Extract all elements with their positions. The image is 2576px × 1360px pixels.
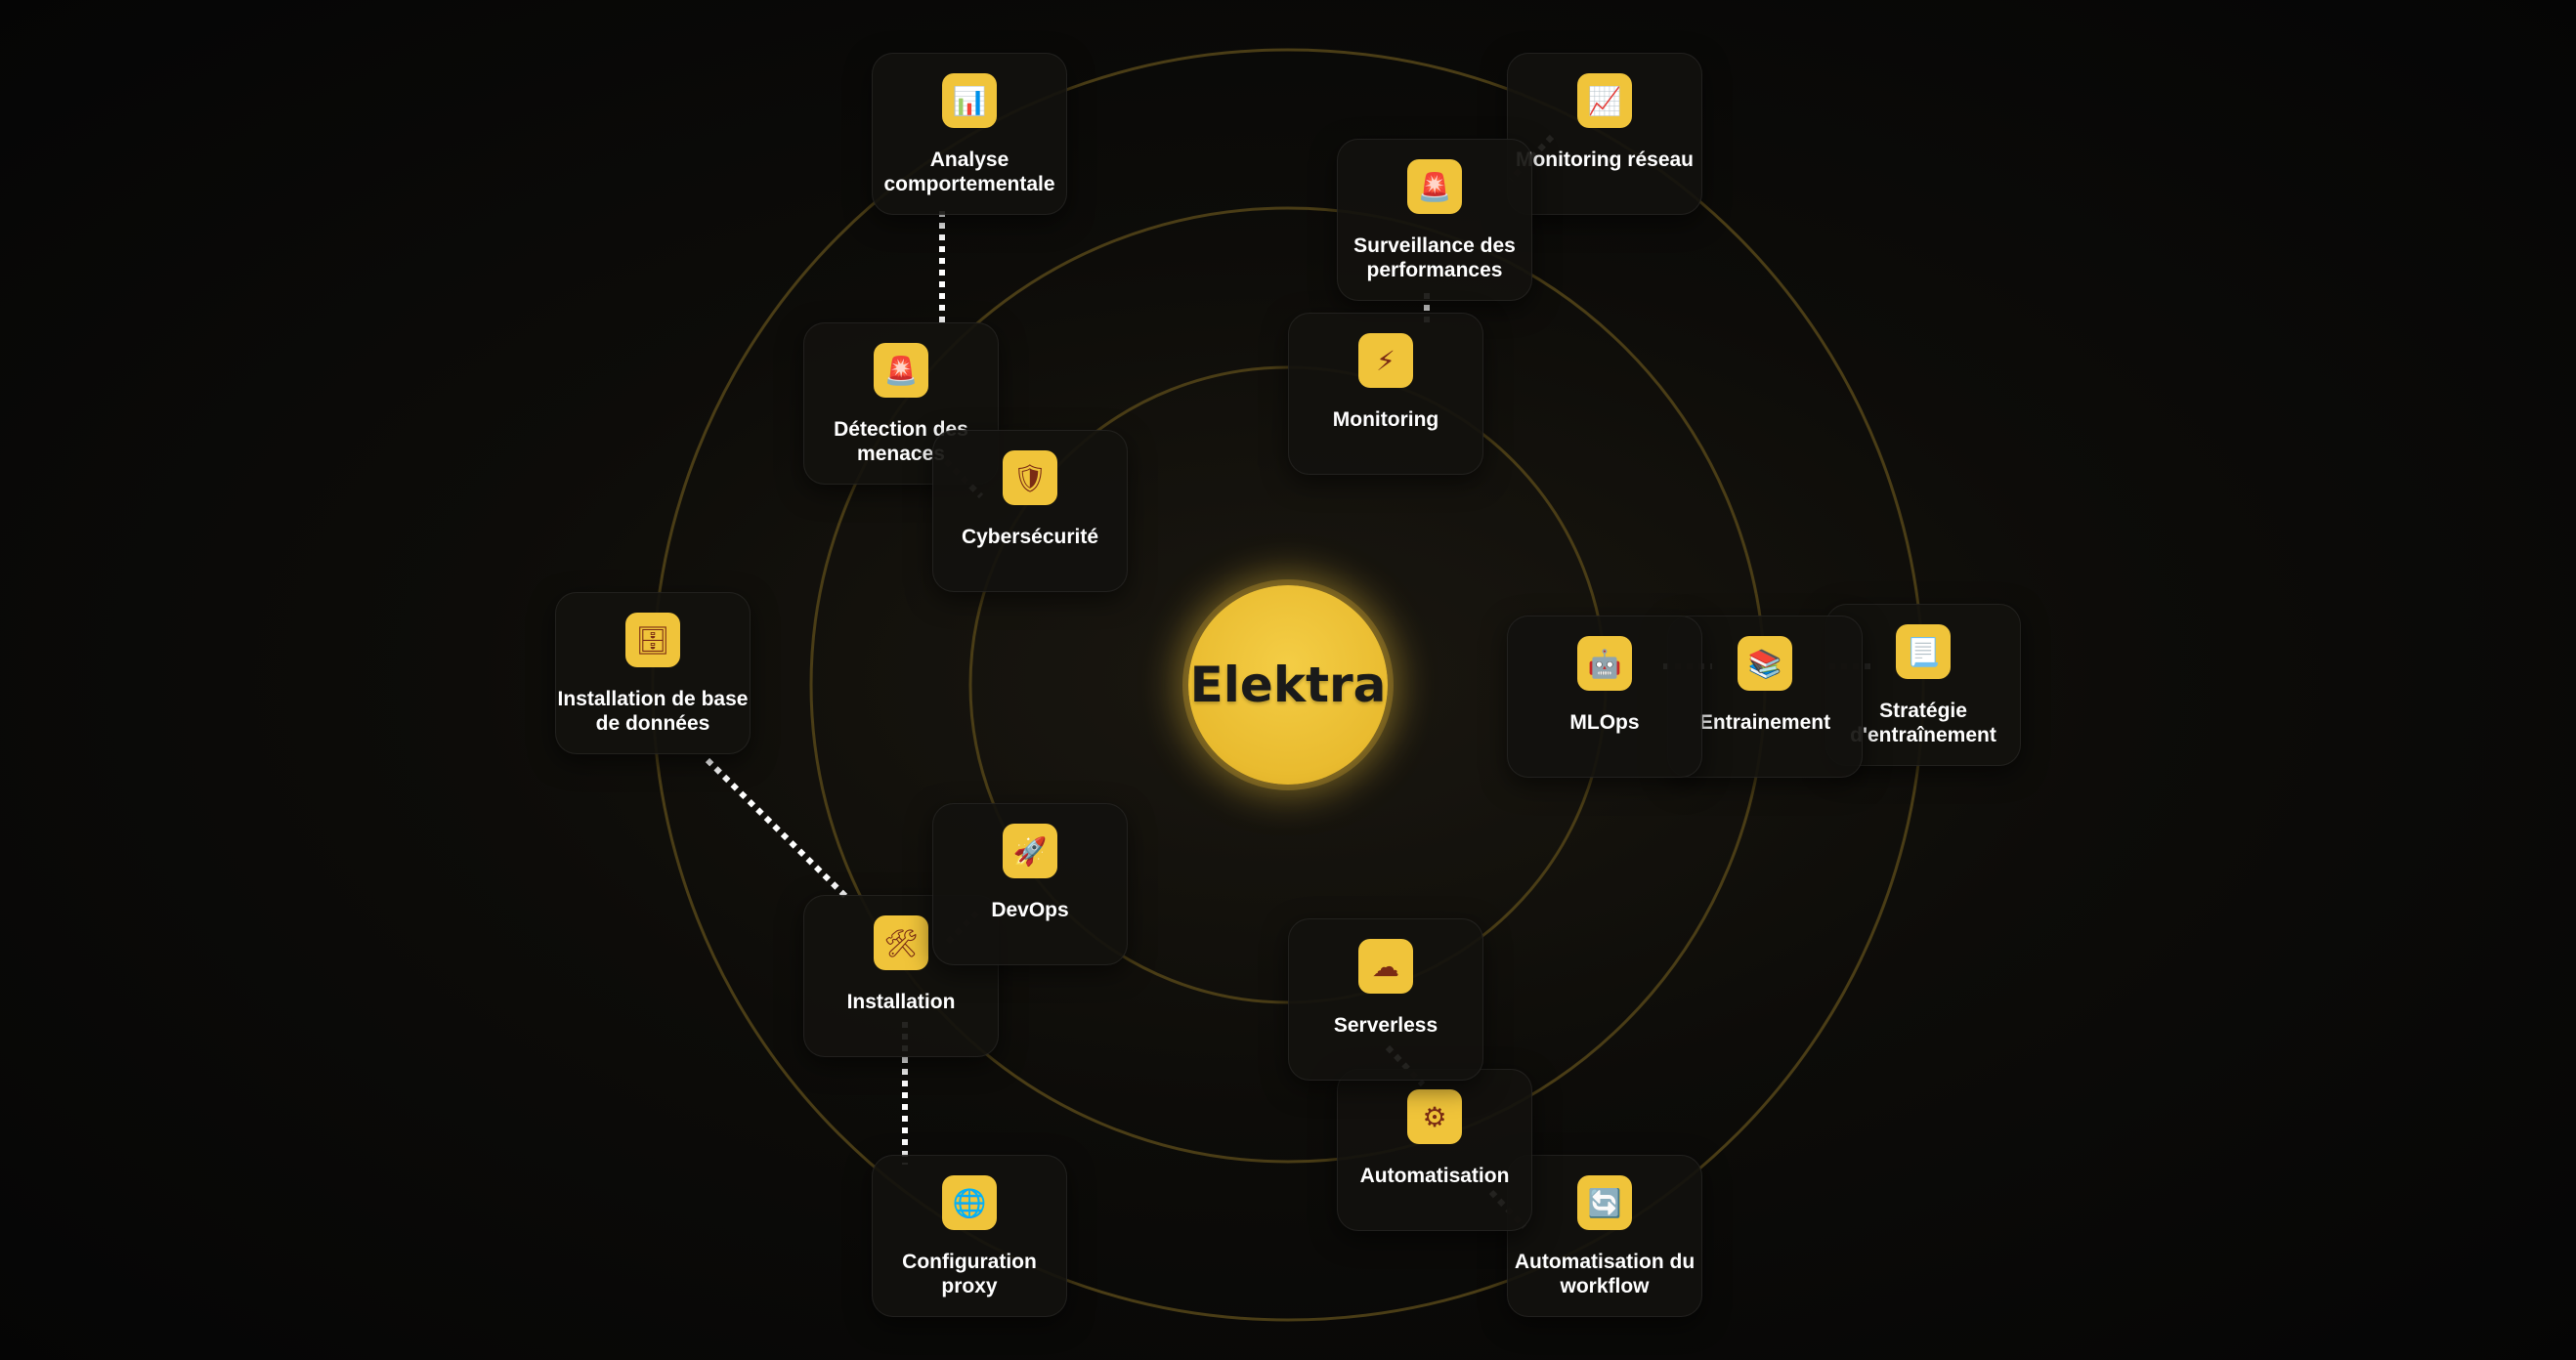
node-monitoring[interactable]: ⚡ Monitoring [1288,313,1483,475]
node-monitoring-reseau[interactable]: 📈 Monitoring réseau [1507,53,1702,215]
node-serverless[interactable]: ☁ Serverless [1288,918,1483,1081]
trend-chart-icon: 📈 [1577,73,1632,128]
node-label: Surveillance des performances [1353,234,1516,281]
node-label: Stratégie d'entraînement [1850,700,1996,746]
node-label: Monitoring réseau [1515,149,1695,171]
node-label: Automatisation [1359,1165,1510,1187]
node-label: Détection des menaces [834,418,968,465]
node-automatisation-du-workflow[interactable]: 🔄 Automatisation du workflow [1507,1155,1702,1317]
siren-icon: 🚨 [874,343,928,398]
node-configuration-proxy[interactable]: 🌐 Configuration proxy [872,1155,1067,1317]
siren-icon: 🚨 [1407,159,1462,214]
robot-icon: 🤖 [1577,636,1632,691]
document-icon: 📃 [1896,624,1951,679]
tools-icon: 🛠 [874,915,928,970]
node-label: MLOps [1569,711,1640,734]
rocket-icon: 🚀 [1003,824,1057,878]
books-icon: 📚 [1738,636,1792,691]
node-mlops[interactable]: 🤖 MLOps [1507,616,1702,778]
center-hub-label: Elektra [1189,657,1387,713]
node-label: Analyse comportementale [883,149,1055,195]
node-analyse-comportementale[interactable]: 📊 Analyse comportementale [872,53,1067,215]
connector-installation-bdd-installation [705,757,851,902]
lightning-icon: ⚡ [1358,333,1413,388]
cloud-icon: ☁ [1358,939,1413,994]
node-label: Installation de base de données [557,688,749,735]
globe-icon: 🌐 [942,1175,997,1230]
shield-icon: 🛡 [1003,450,1057,505]
node-label: Configuration proxy [902,1251,1037,1297]
node-label: Automatisation du workflow [1514,1251,1696,1297]
cycle-arrows-icon: 🔄 [1577,1175,1632,1230]
node-devops[interactable]: 🚀 DevOps [932,803,1128,965]
node-cybersecurite[interactable]: 🛡 Cybersécurité [932,430,1128,592]
node-label: Monitoring [1332,408,1439,431]
node-automatisation[interactable]: ⚙ Automatisation [1337,1069,1532,1231]
file-cabinet-icon: 🗄 [625,613,680,667]
node-label: DevOps [991,899,1069,921]
center-hub[interactable]: Elektra [1188,585,1388,785]
node-label: Entrainement [1698,711,1831,734]
gear-icon: ⚙ [1407,1089,1462,1144]
node-label: Cybersécurité [961,526,1099,548]
node-surveillance-des-performances[interactable]: 🚨 Surveillance des performances [1337,139,1532,301]
node-label: Serverless [1333,1014,1438,1037]
bar-chart-icon: 📊 [942,73,997,128]
node-label: Installation [846,991,956,1013]
node-installation-base-de-donnees[interactable]: 🗄 Installation de base de données [555,592,751,754]
